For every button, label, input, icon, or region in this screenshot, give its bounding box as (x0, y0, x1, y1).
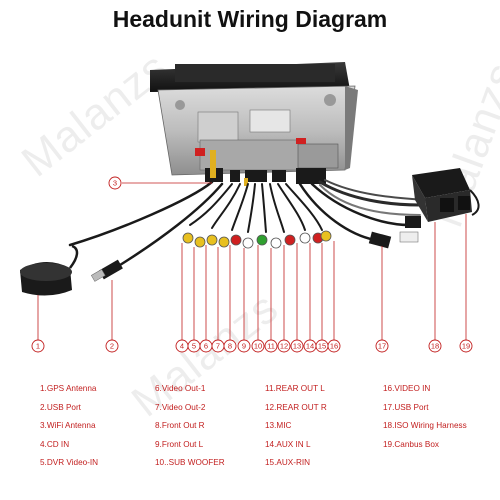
legend-item: 10..SUB WOOFER (155, 458, 225, 467)
head-unit (150, 62, 358, 186)
callouts: 1 2 3 4 5 6 7 8 9 10 11 12 13 14 15 16 1… (31, 176, 473, 353)
legend-item: 18.ISO Wiring Harness (383, 421, 467, 430)
legend-item: 7.Video Out-2 (155, 402, 206, 412)
rca-plugs (182, 230, 332, 249)
legend-item: 2.USB Port (40, 402, 81, 412)
legend: 1.GPS Antenna 2.USB Port 3.WiFi Antenna … (0, 380, 500, 495)
usb-connector (90, 259, 123, 282)
callout-label: 6 (204, 342, 208, 351)
callout-1: 1 (31, 339, 45, 353)
callout-label: 3 (113, 179, 117, 188)
callout-label: 4 (180, 342, 184, 351)
legend-item: 6.Video Out-1 (155, 384, 206, 393)
callout-16: 16 (327, 339, 341, 353)
legend-item: 16.VIDEO IN (383, 384, 431, 393)
callout-label: 13 (293, 342, 301, 351)
callout-label: 16 (330, 342, 338, 351)
harness-plugs (368, 216, 421, 249)
callout-10: 10 (251, 339, 265, 353)
callout-15: 15 (315, 339, 329, 353)
legend-item: 8.Front Out R (155, 421, 205, 430)
callout-label: 7 (216, 342, 220, 351)
callout-label: 12 (280, 342, 288, 351)
callout-label: 11 (267, 342, 275, 351)
callout-18: 18 (428, 339, 442, 353)
callout-7: 7 (211, 339, 225, 353)
callout-label: 5 (192, 342, 196, 351)
legend-item: 13.MIC (265, 421, 292, 430)
legend-item: 3.WiFi Antenna (40, 421, 96, 430)
legend-item: 4.CD IN (40, 439, 70, 449)
legend-column-4: 16.VIDEO IN 17.USB Port 18.ISO Wiring Ha… (383, 380, 467, 454)
leader-lines (37, 182, 467, 340)
callout-label: 19 (462, 342, 470, 351)
callout-2: 2 (105, 339, 119, 353)
legend-item: 9.Front Out L (155, 439, 204, 449)
callout-label: 15 (318, 342, 326, 351)
callout-4: 4 (175, 339, 189, 353)
callout-label: 1 (36, 342, 40, 351)
callout-5: 5 (187, 339, 201, 353)
callout-19: 19 (459, 339, 473, 353)
callout-3: 3 (108, 176, 122, 190)
legend-column-3: 11.REAR OUT L 12.REAR OUT R 13.MIC 14.AU… (265, 380, 327, 473)
callout-13: 13 (290, 339, 304, 353)
callout-11: 11 (264, 339, 278, 353)
callout-8: 8 (223, 339, 237, 353)
canbus-box (412, 168, 480, 222)
callout-17: 17 (375, 339, 389, 353)
callout-label: 10 (254, 342, 262, 351)
callout-label: 17 (378, 342, 386, 351)
legend-item: 17.USB Port (383, 402, 429, 412)
callout-label: 18 (431, 342, 439, 351)
callout-label: 14 (306, 342, 314, 351)
gps-antenna (20, 244, 79, 296)
callout-12: 12 (277, 339, 291, 353)
diagram-title: Headunit Wiring Diagram (112, 6, 388, 32)
callout-label: 8 (228, 342, 232, 351)
callout-label: 2 (110, 342, 114, 351)
legend-item: 14.AUX IN L (265, 439, 311, 449)
legend-item: 1.GPS Antenna (40, 384, 97, 393)
callout-6: 6 (199, 339, 213, 353)
legend-item: 11.REAR OUT L (265, 384, 325, 393)
callout-label: 9 (242, 342, 246, 351)
callout-14: 14 (303, 339, 317, 353)
legend-column-1: 1.GPS Antenna 2.USB Port 3.WiFi Antenna … (40, 380, 98, 473)
cables (68, 179, 426, 267)
legend-item: 19.Canbus Box (383, 439, 439, 449)
legend-item: 5.DVR Video-IN (40, 458, 99, 467)
legend-column-2: 6.Video Out-1 7.Video Out-2 8.Front Out … (155, 380, 225, 473)
legend-item: 12.REAR OUT R (265, 402, 327, 412)
legend-item: 15.AUX-RIN (265, 458, 311, 467)
callout-9: 9 (237, 339, 251, 353)
